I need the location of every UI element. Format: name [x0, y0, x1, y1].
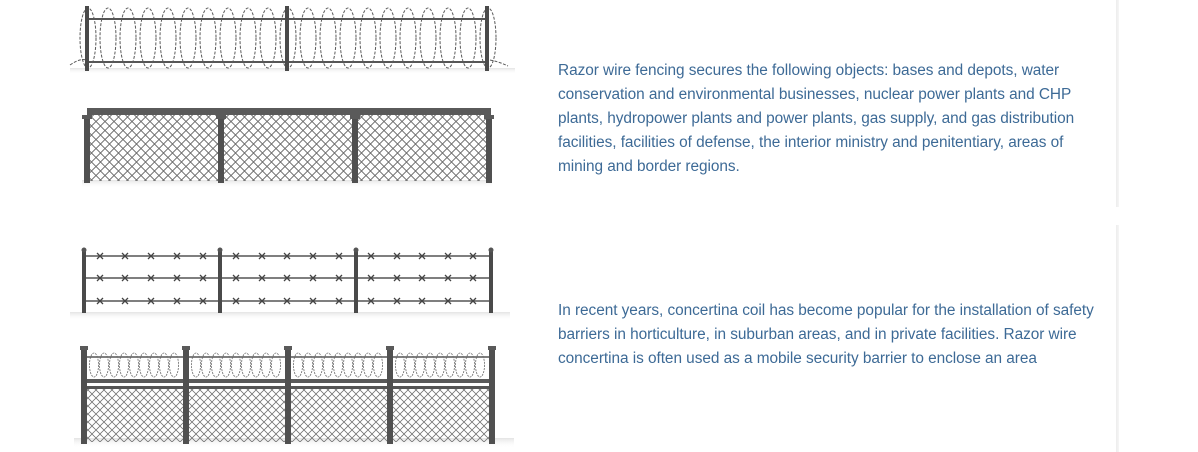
chain-link-concertina-fence — [74, 346, 514, 448]
chain-link-fence — [82, 108, 494, 188]
section-concertina-coil: In recent years, concertina coil has bec… — [0, 225, 1118, 452]
vertical-divider — [1116, 225, 1119, 452]
razor-coil-fence — [69, 6, 515, 74]
vertical-divider — [1116, 0, 1119, 207]
razor-wire-fence-image — [69, 6, 515, 188]
barbed-wire-fence — [70, 247, 510, 320]
section-description: In recent years, concertina coil has bec… — [558, 302, 1094, 367]
section-description: Razor wire fencing secures the following… — [558, 62, 1075, 175]
fence-illustrations-2 — [60, 230, 540, 452]
barbed-wire-fence-image — [70, 247, 514, 448]
fence-illustrations-1 — [60, 0, 540, 200]
section-razor-wire-objects: Razor wire fencing secures the following… — [0, 0, 1118, 207]
